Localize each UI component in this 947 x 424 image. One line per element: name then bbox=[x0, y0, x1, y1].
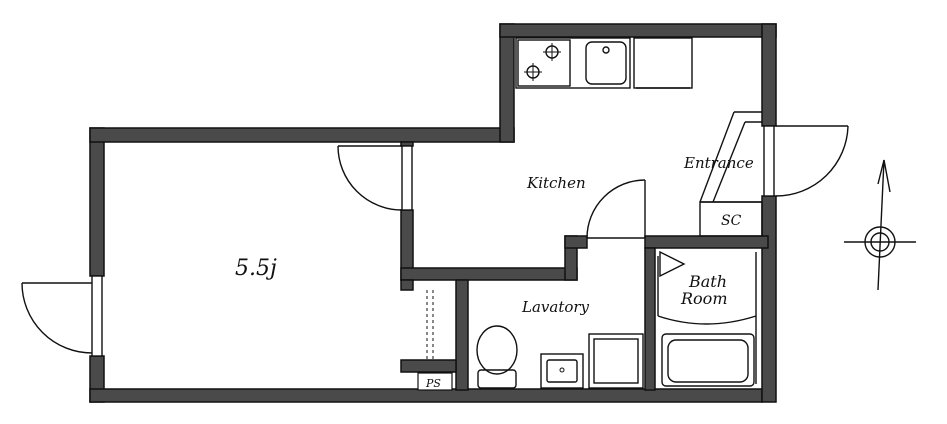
bath-label-line1: Bath bbox=[688, 272, 727, 291]
pipe-space-label: PS bbox=[425, 377, 441, 390]
shoe-closet-label: SC bbox=[721, 213, 742, 229]
lavatory-door bbox=[586, 179, 646, 239]
main-room-label: 5.5j bbox=[235, 256, 277, 281]
kitchen-counter bbox=[633, 37, 693, 89]
entrance-door bbox=[763, 125, 849, 197]
stove-icon bbox=[515, 37, 631, 89]
sink-icon bbox=[585, 41, 627, 85]
entrance-label: Entrance bbox=[683, 154, 754, 172]
compass-icon bbox=[844, 159, 916, 291]
toilet-icon bbox=[476, 325, 518, 389]
bathtub-icon bbox=[661, 333, 755, 387]
balcony-door bbox=[21, 275, 103, 357]
closet-track bbox=[426, 290, 434, 360]
bath-label-line2: Room bbox=[680, 289, 727, 308]
bath-fixtures bbox=[657, 250, 757, 384]
outer-walls bbox=[89, 23, 777, 403]
interior-walls bbox=[400, 141, 769, 391]
lavatory-label: Lavatory bbox=[521, 298, 590, 316]
shoe-closet bbox=[699, 201, 763, 237]
wash-basin bbox=[540, 353, 584, 389]
kitchen-label: Kitchen bbox=[526, 174, 586, 192]
washer-space bbox=[588, 333, 644, 389]
room-door bbox=[337, 145, 413, 211]
pipe-space bbox=[417, 372, 453, 391]
